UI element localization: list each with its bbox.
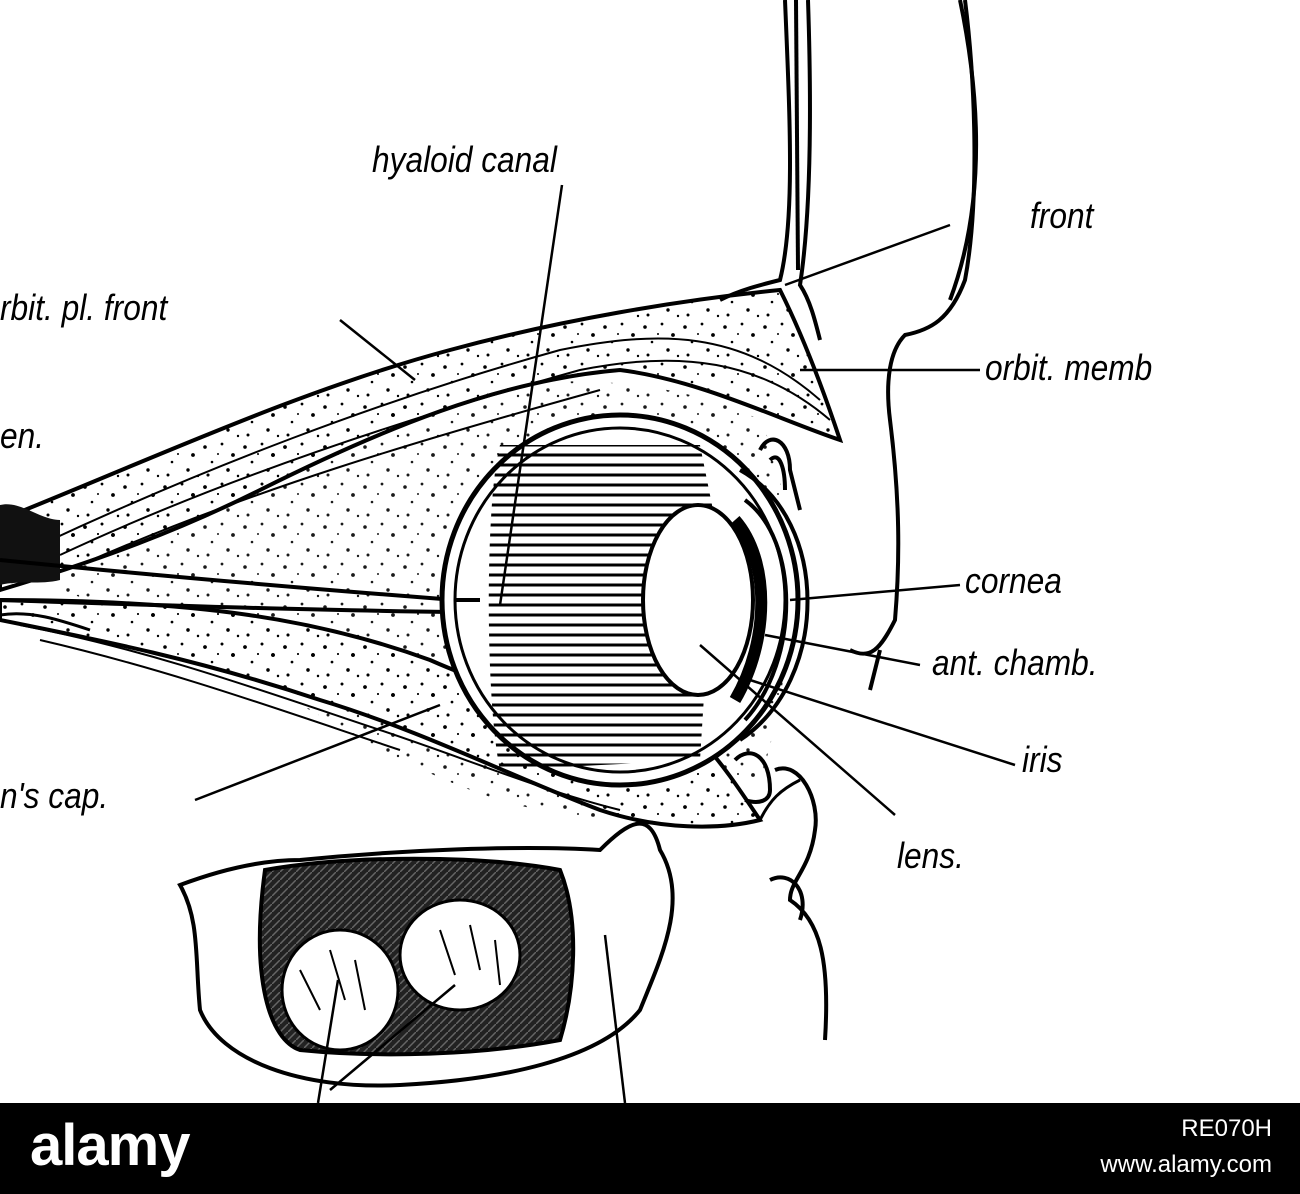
label-lens: lens. xyxy=(897,838,964,874)
label-front: front xyxy=(1030,198,1093,234)
leader-cornea xyxy=(790,585,960,600)
watermark-footer: alamy RE070H www.alamy.com xyxy=(0,1103,1300,1194)
lens-shape xyxy=(643,505,753,695)
image-id: RE070H xyxy=(1181,1117,1272,1141)
label-cornea: cornea xyxy=(965,563,1062,599)
head-contour xyxy=(770,0,974,1040)
label-hyaloid-canal: hyaloid canal xyxy=(372,142,557,178)
frontal-plate xyxy=(720,0,976,340)
label-cap: n's cap. xyxy=(0,778,108,814)
label-iris: iris xyxy=(1022,742,1062,778)
lower-cavity xyxy=(180,824,673,1086)
label-ant-chamb: ant. chamb. xyxy=(932,645,1098,681)
label-orbit-memb: orbit. memb xyxy=(985,350,1152,386)
label-en: en. xyxy=(0,418,44,454)
site-url: www.alamy.com xyxy=(1100,1153,1272,1177)
alamy-logo: alamy xyxy=(30,1117,189,1175)
label-orbit-pl-front: rbit. pl. front xyxy=(0,290,167,326)
eye-section-diagram: hyaloid canal front rbit. pl. front orbi… xyxy=(0,0,1300,1103)
diagram-drawing xyxy=(0,0,1300,1103)
leader-front xyxy=(785,225,950,285)
